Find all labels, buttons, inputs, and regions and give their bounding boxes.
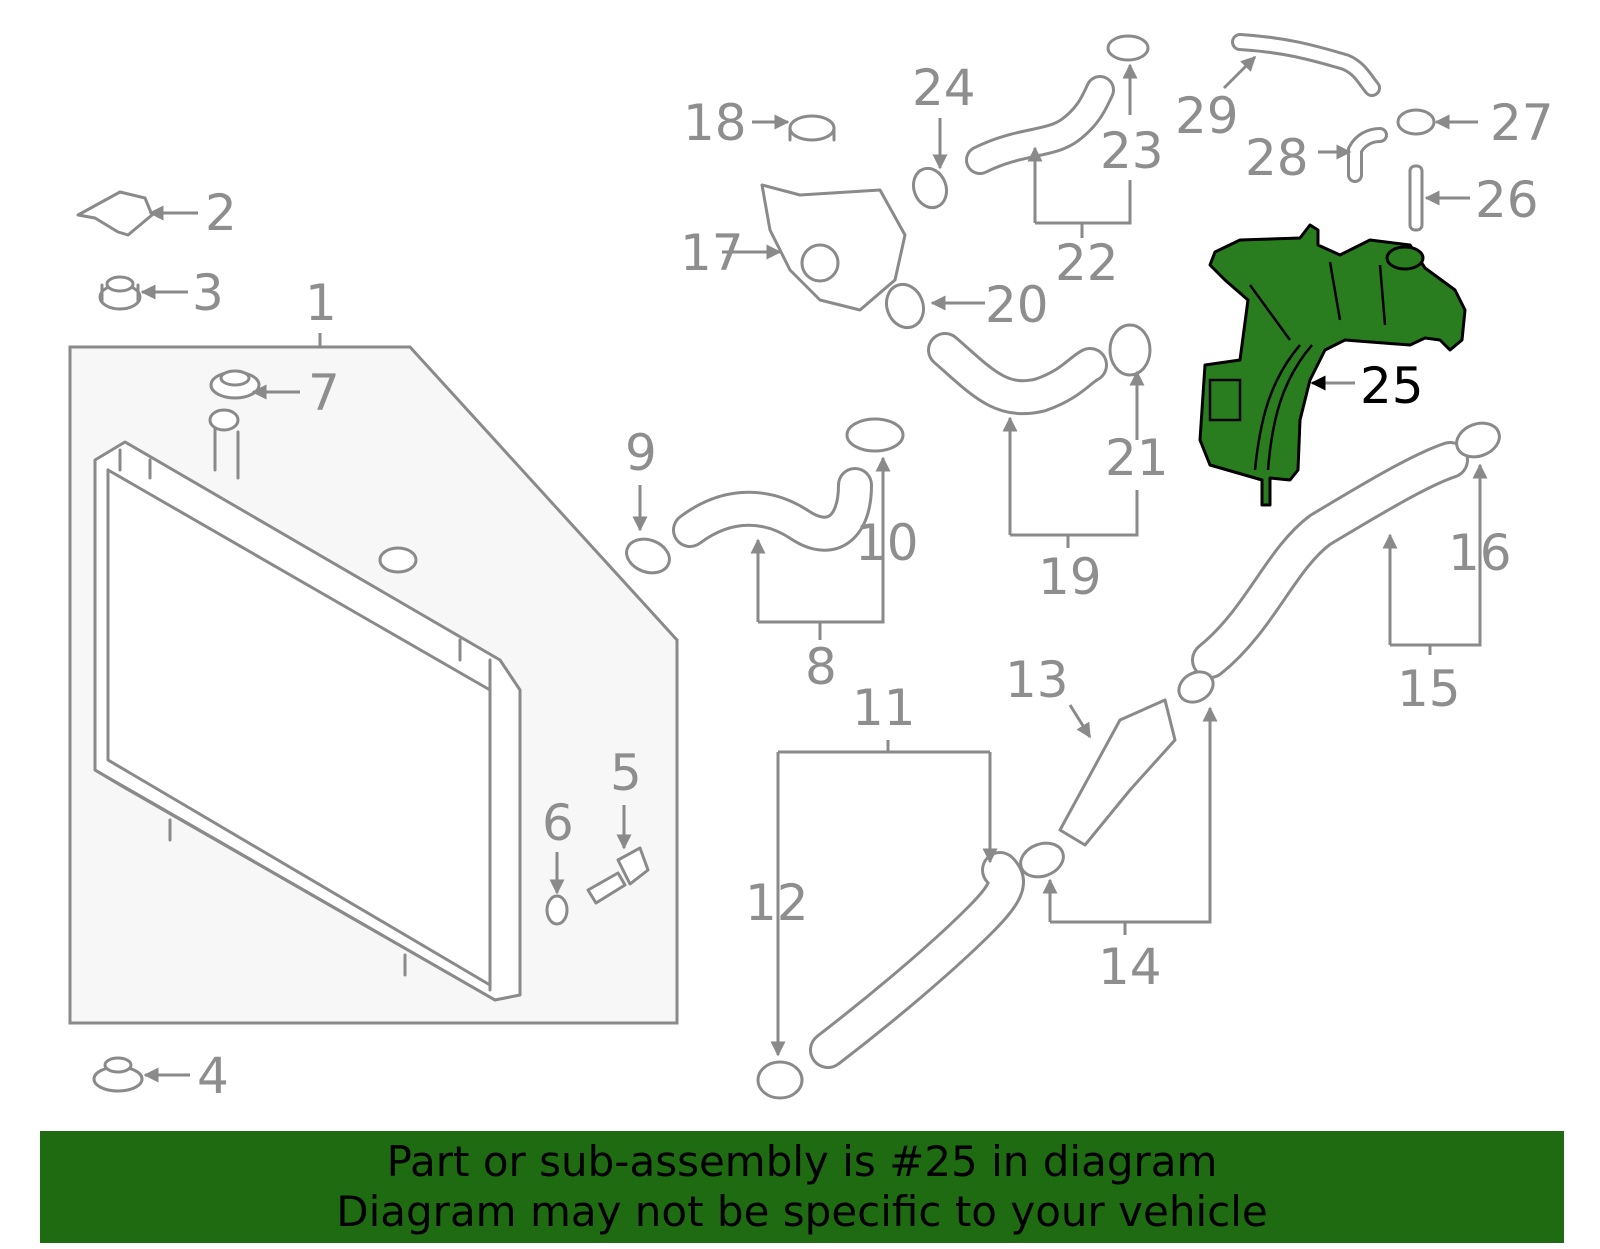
hose-part-28 bbox=[1347, 127, 1388, 183]
callout-16: 16 bbox=[1448, 524, 1512, 582]
banner-line-2: Diagram may not be specific to your vehi… bbox=[336, 1187, 1268, 1236]
clamp-part-23 bbox=[1106, 34, 1150, 62]
callout-6: 6 bbox=[542, 794, 574, 852]
radiator-cap-part-7 bbox=[209, 369, 261, 400]
radiator-assembly bbox=[68, 345, 679, 1025]
callout-3: 3 bbox=[192, 264, 224, 322]
bracket-part-2 bbox=[76, 190, 154, 237]
callout-19: 19 bbox=[1038, 548, 1102, 606]
leader-lines bbox=[140, 55, 1488, 1083]
callout-25: 25 bbox=[1360, 357, 1424, 415]
hose-part-19 bbox=[927, 332, 1108, 416]
upper-hose-part-8 bbox=[672, 467, 873, 552]
hose-part-22 bbox=[965, 75, 1115, 175]
callout-5: 5 bbox=[610, 744, 642, 802]
reservoir-tank-part-25 bbox=[1198, 223, 1467, 507]
hose-part-26 bbox=[1408, 164, 1424, 232]
callout-29: 29 bbox=[1175, 87, 1239, 145]
banner-line-1: Part or sub-assembly is #25 in diagram bbox=[386, 1137, 1218, 1186]
callout-20: 20 bbox=[985, 276, 1049, 334]
callout-4: 4 bbox=[197, 1047, 229, 1105]
callout-21: 21 bbox=[1105, 429, 1169, 487]
o-ring-part-6 bbox=[545, 894, 569, 926]
hose-part-29 bbox=[1231, 33, 1381, 97]
clamp-part-24 bbox=[911, 166, 949, 210]
callout-labels: 1 2 3 4 5 6 7 8 9 10 11 12 13 14 15 16 1… bbox=[192, 59, 1554, 1105]
callout-13: 13 bbox=[1005, 651, 1069, 709]
outlet-pipe-part-13 bbox=[1058, 698, 1177, 847]
clamp-part-16 bbox=[1455, 421, 1501, 459]
callout-28: 28 bbox=[1245, 129, 1309, 187]
clamp-part-20 bbox=[884, 282, 926, 330]
lower-hose-part-11 bbox=[809, 851, 1025, 1069]
cushion-part-3 bbox=[98, 275, 142, 311]
callout-1: 1 bbox=[305, 274, 337, 332]
callout-15: 15 bbox=[1397, 660, 1461, 718]
cap-part-18 bbox=[788, 114, 836, 142]
clamp-part-21 bbox=[1108, 323, 1152, 377]
callout-11: 11 bbox=[852, 679, 916, 737]
clamp-part-10 bbox=[845, 417, 905, 453]
callout-14: 14 bbox=[1098, 938, 1162, 996]
drain-plug-part-5 bbox=[586, 846, 650, 905]
callout-26: 26 bbox=[1475, 171, 1539, 229]
hose-part-15 bbox=[1177, 441, 1469, 704]
callout-22: 22 bbox=[1055, 234, 1119, 292]
clip-part-27 bbox=[1396, 108, 1436, 136]
callout-24: 24 bbox=[912, 59, 976, 117]
callout-2: 2 bbox=[205, 184, 237, 242]
callout-23: 23 bbox=[1100, 122, 1164, 180]
clamp-part-12 bbox=[756, 1060, 804, 1100]
info-banner: Part or sub-assembly is #25 in diagram D… bbox=[40, 1131, 1564, 1243]
callout-27: 27 bbox=[1490, 94, 1554, 152]
callout-10: 10 bbox=[855, 514, 919, 572]
thermostat-housing-part-17 bbox=[760, 183, 907, 312]
callout-17: 17 bbox=[680, 224, 744, 282]
callout-8: 8 bbox=[805, 638, 837, 696]
clamp-part-9 bbox=[625, 537, 671, 575]
callout-9: 9 bbox=[625, 424, 657, 482]
callout-7: 7 bbox=[308, 364, 340, 422]
callout-18: 18 bbox=[683, 94, 747, 152]
cushion-part-4 bbox=[92, 1056, 144, 1093]
callout-12: 12 bbox=[745, 874, 809, 932]
clamp-part-14 bbox=[1019, 841, 1065, 879]
